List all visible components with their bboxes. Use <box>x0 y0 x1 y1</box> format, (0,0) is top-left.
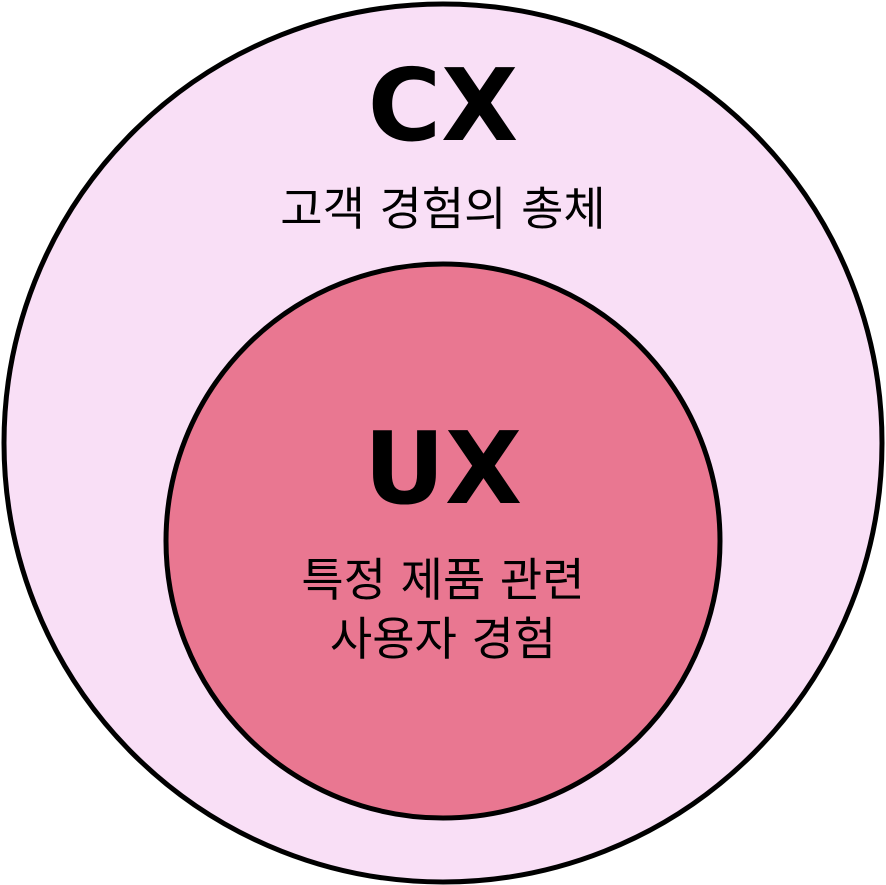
ux-description-line-1: 특정 제품 관련 <box>301 553 584 607</box>
ux-label: UX <box>364 410 522 527</box>
cx-description: 고객 경험의 총체 <box>280 182 605 236</box>
cx-label: CX <box>368 47 519 164</box>
ux-circle <box>163 261 723 821</box>
ux-description-line-2: 사용자 경험 <box>330 612 556 666</box>
